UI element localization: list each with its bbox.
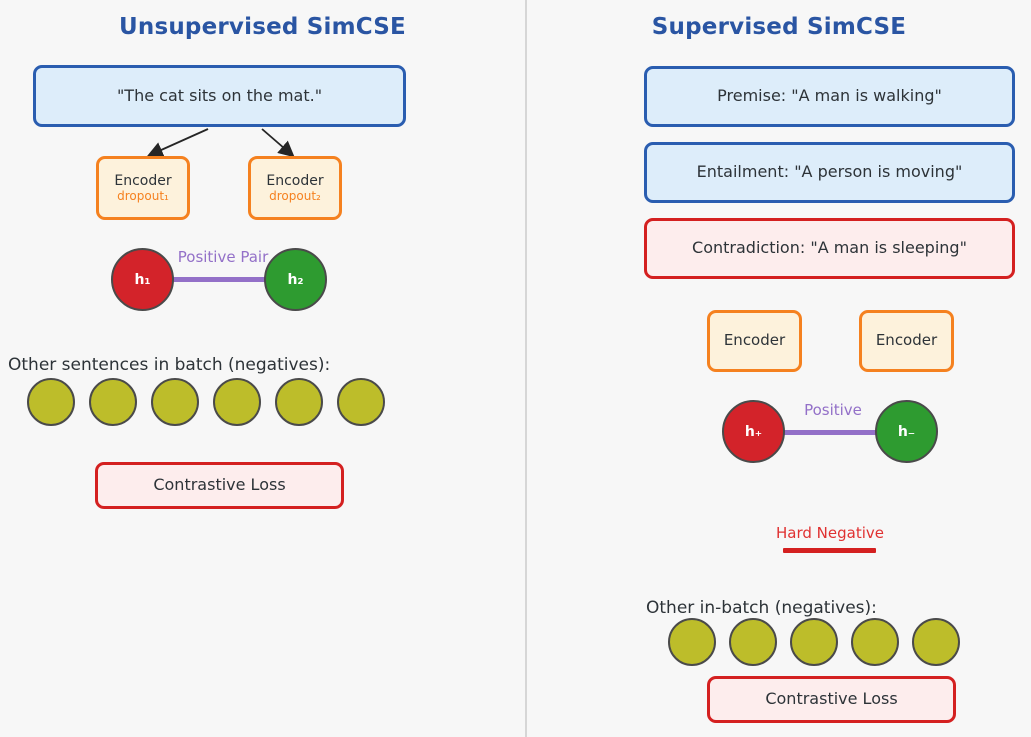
supervised-panel: Supervised SimCSE Premise: "A man is wal…: [527, 0, 1031, 737]
negatives-caption-left: Other sentences in batch (negatives):: [8, 355, 331, 375]
negative-circle-right-4: [851, 618, 899, 666]
unsupervised-panel: Unsupervised SimCSE "The cat sits on the…: [8, 14, 406, 509]
encoder-box-positive: Encoder: [707, 310, 802, 372]
contradiction-text: Contradiction: "A man is sleeping": [692, 238, 967, 258]
embedding-circle-h-plus: h₊: [722, 400, 785, 463]
encoder-box-2: Encoder dropout₂: [248, 156, 342, 220]
negative-circle-right-2: [729, 618, 777, 666]
negative-circle-left-2: [89, 378, 137, 426]
negative-circle-left-4: [213, 378, 261, 426]
negative-circle-left-1: [27, 378, 75, 426]
embedding-circle-h1: h₁: [111, 248, 174, 311]
entailment-box: Entailment: "A person is moving": [644, 142, 1015, 203]
encoder-sublabel-1: dropout₁: [117, 188, 169, 203]
encoder-box-negative: Encoder: [859, 310, 954, 372]
embedding-label-h-plus: h₊: [744, 423, 763, 440]
positive-pair-label: Positive Pair: [177, 248, 269, 266]
contradiction-box: Contradiction: "A man is sleeping": [644, 218, 1015, 279]
page-title-unsupervised: Unsupervised SimCSE: [119, 14, 406, 40]
positive-pair-connector: [168, 277, 278, 282]
negative-circle-left-6: [337, 378, 385, 426]
encoder-box-1: Encoder dropout₁: [96, 156, 190, 220]
entailment-text: Entailment: "A person is moving": [696, 162, 963, 182]
hard-negative-bar: [783, 548, 876, 553]
encoder-label-positive: Encoder: [723, 331, 786, 350]
encoder-sublabel-2: dropout₂: [269, 188, 321, 203]
page-title-supervised: Supervised SimCSE: [651, 14, 907, 40]
negative-circle-left-3: [151, 378, 199, 426]
hard-negative-label: Hard Negative: [776, 524, 884, 542]
embedding-circle-h2: h₂: [264, 248, 327, 311]
contrastive-loss-label-right: Contrastive Loss: [765, 689, 898, 709]
negative-circle-right-5: [912, 618, 960, 666]
input-sentence-box: "The cat sits on the mat.": [33, 65, 406, 127]
premise-text: Premise: "A man is walking": [717, 86, 942, 106]
contrastive-loss-box-right: Contrastive Loss: [707, 676, 956, 723]
embedding-label-h1: h₁: [134, 271, 151, 288]
contrastive-loss-box-left: Contrastive Loss: [95, 462, 344, 509]
negative-circle-right-3: [790, 618, 838, 666]
negatives-caption-right: Other in-batch (negatives):: [646, 598, 877, 618]
panel-divider: [525, 0, 527, 737]
negative-circle-right-1: [668, 618, 716, 666]
contrastive-loss-label-left: Contrastive Loss: [153, 475, 286, 495]
positive-label-right: Positive: [804, 401, 862, 419]
embedding-label-h2: h₂: [287, 271, 304, 288]
encoder-label-1: Encoder: [114, 172, 172, 189]
negative-circle-left-5: [275, 378, 323, 426]
encoder-label-negative: Encoder: [875, 331, 938, 350]
input-sentence-text: "The cat sits on the mat.": [116, 85, 323, 105]
embedding-circle-h-minus: h₋: [875, 400, 938, 463]
embedding-label-h-minus: h₋: [897, 423, 916, 440]
encoder-label-2: Encoder: [266, 172, 324, 189]
positive-connector-right: [779, 430, 887, 435]
premise-box: Premise: "A man is walking": [644, 66, 1015, 127]
